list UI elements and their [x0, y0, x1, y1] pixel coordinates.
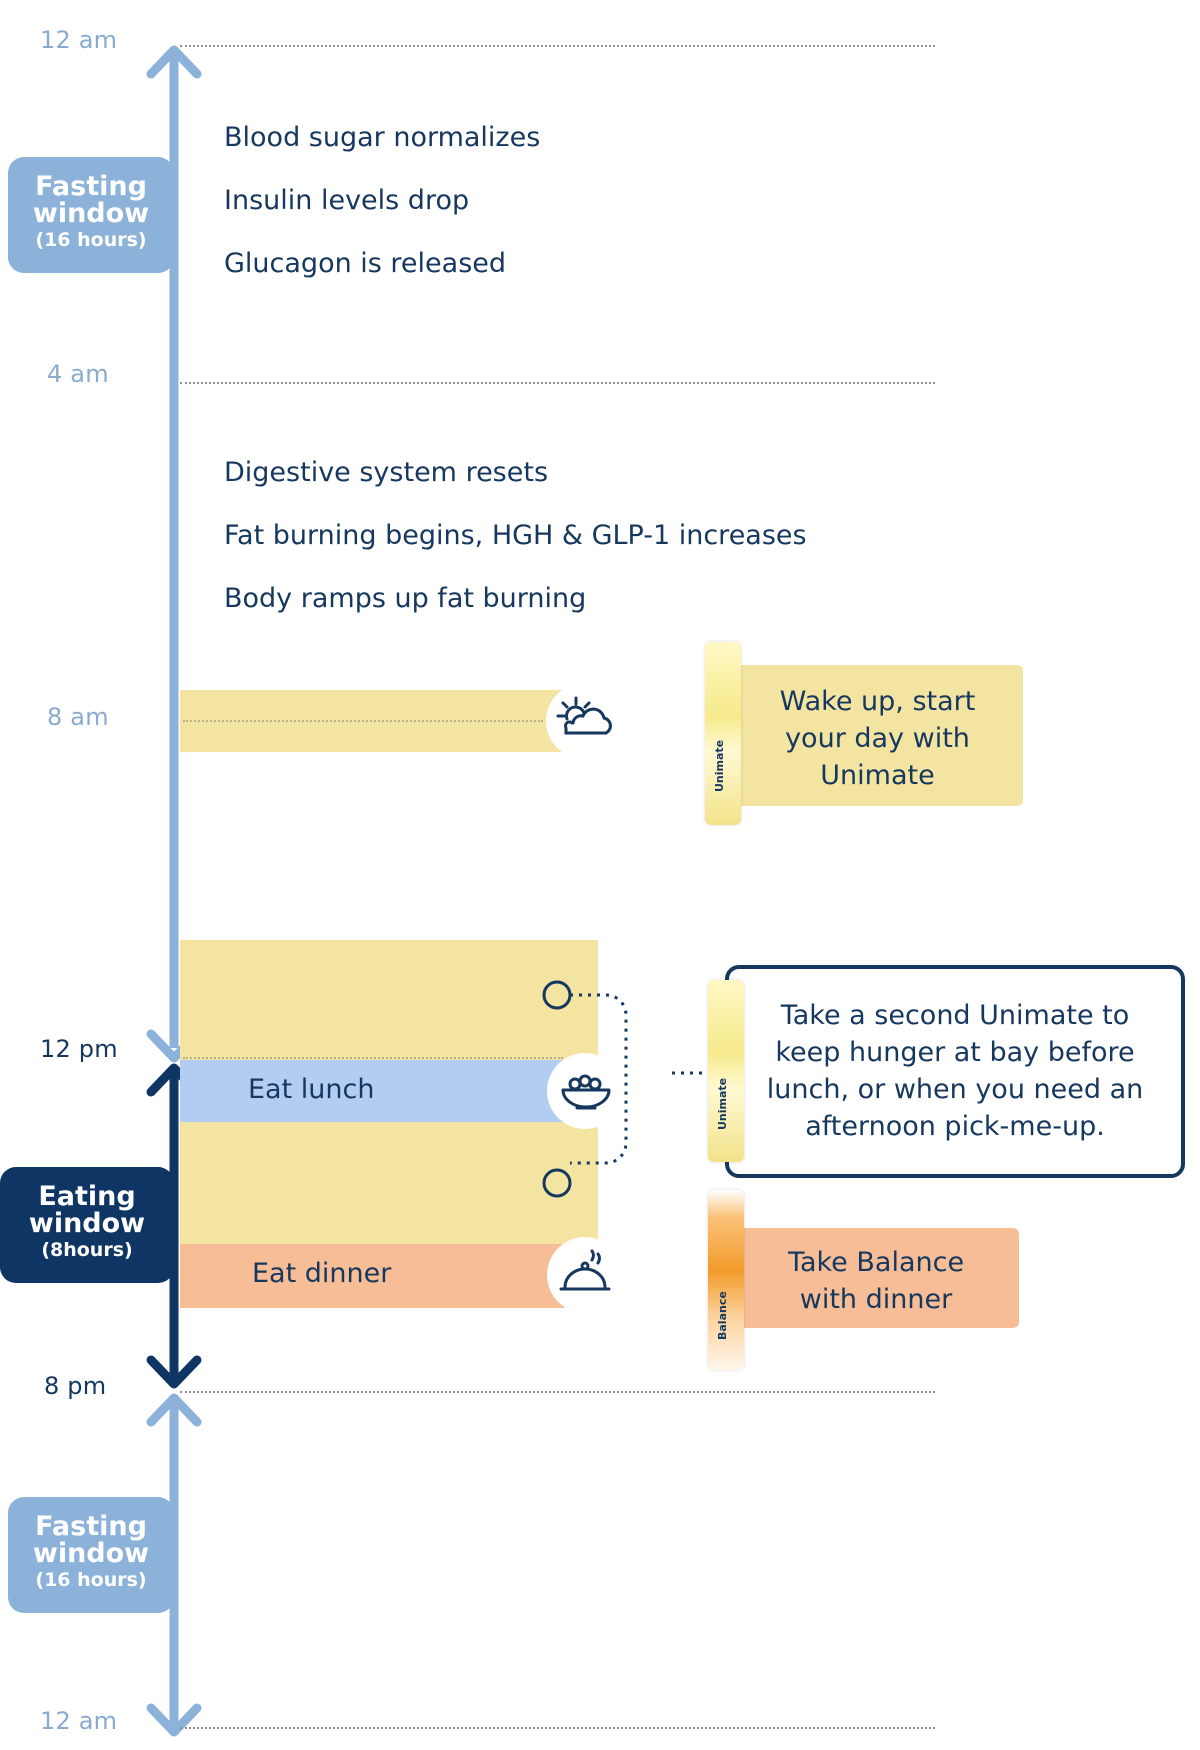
lunch-icon-bubble: [547, 1053, 623, 1129]
fact-item: Insulin levels drop: [224, 185, 470, 216]
sun-cloud-icon: [556, 696, 612, 735]
cloche-icon: [559, 1249, 611, 1291]
balance-callout-line: with dinner: [799, 1284, 953, 1315]
wake-up-callout-line: Wake up, start: [779, 686, 976, 717]
second-unimate-callout: [725, 965, 1185, 1178]
dinner-label: Eat dinner: [252, 1258, 392, 1289]
gridline-8pm: [180, 1391, 935, 1393]
time-label-4am: 4 am: [47, 360, 109, 388]
balance-callout-text: Take Balance with dinner: [745, 1244, 1007, 1318]
fact-item: Fat burning begins, HGH & GLP-1 increase…: [224, 520, 807, 551]
lunch-band: [180, 1060, 565, 1122]
balance-callout-line: Take Balance: [787, 1247, 965, 1278]
fasting-window-bottom-title-1: Fasting: [35, 1511, 147, 1542]
time-label-12am-bottom: 12 am: [40, 1707, 118, 1735]
balance-packet-label: Balance: [716, 1291, 729, 1340]
second-unimate-callout-line: Take a second Unimate to: [780, 1000, 1130, 1031]
fasting-window-bottom-label: Fasting window (16 hours): [8, 1497, 174, 1613]
fasting-window-top-label: Fasting window (16 hours): [8, 157, 174, 273]
unimate-packet-1-label: Unimate: [713, 739, 726, 792]
dinner-icon-bubble: [547, 1237, 623, 1313]
wake-up-callout-line: your day with: [785, 723, 970, 754]
dinner-band: [180, 1244, 565, 1308]
fasting-window-top-duration: (16 hours): [35, 229, 147, 251]
gridline-12pm: [183, 1057, 563, 1059]
wake-up-callout: [725, 665, 1023, 806]
gridline-8am: [183, 720, 543, 722]
second-unimate-callout-line: lunch, or when you need an: [766, 1074, 1144, 1105]
gridline-12am-top: [180, 45, 935, 47]
fact-item: Digestive system resets: [224, 457, 549, 488]
second-unimate-callout-line: afternoon pick-me-up.: [805, 1111, 1105, 1142]
fact-item: Body ramps up fat burning: [224, 583, 587, 614]
time-label-8am: 8 am: [47, 703, 109, 731]
wake-up-callout-text: Wake up, start your day with Unimate: [745, 683, 1010, 794]
eating-window-title-2: window: [28, 1208, 146, 1239]
unimate-packet-2-label: Unimate: [716, 1077, 729, 1130]
fact-item: Blood sugar normalizes: [224, 122, 541, 153]
eating-window-label: Eating window (8hours): [0, 1167, 174, 1283]
time-label-12am-top: 12 am: [40, 26, 118, 54]
eating-window-title-1: Eating: [38, 1181, 136, 1212]
unimate-packet-1: Unimate: [705, 642, 741, 825]
gridline-12am-bottom: [180, 1727, 935, 1729]
time-label-8pm: 8 pm: [44, 1372, 107, 1400]
fasting-window-bottom-title-2: window: [32, 1538, 150, 1569]
lunch-label: Eat lunch: [248, 1074, 375, 1105]
time-label-12pm: 12 pm: [40, 1035, 118, 1063]
fact-item: Glucagon is released: [224, 248, 507, 279]
fasting-window-top-title-1: Fasting: [35, 171, 147, 202]
sunrise-icon-bubble: [546, 683, 622, 759]
unimate-packet-2: Unimate: [708, 980, 744, 1162]
eating-window-duration: (8hours): [41, 1239, 133, 1261]
balance-packet: Balance: [708, 1190, 744, 1370]
second-unimate-connector: [542, 980, 706, 1198]
wake-up-callout-line: Unimate: [820, 760, 935, 791]
fasting-window-bottom-duration: (16 hours): [35, 1569, 147, 1591]
second-unimate-callout-text: Take a second Unimate to keep hunger at …: [750, 997, 1160, 1145]
fasting-window-top-title-2: window: [32, 198, 150, 229]
gridline-4am: [180, 382, 935, 384]
balance-callout: [725, 1228, 1019, 1328]
second-unimate-callout-line: keep hunger at bay before: [775, 1037, 1135, 1068]
bowl-icon: [561, 1074, 611, 1110]
